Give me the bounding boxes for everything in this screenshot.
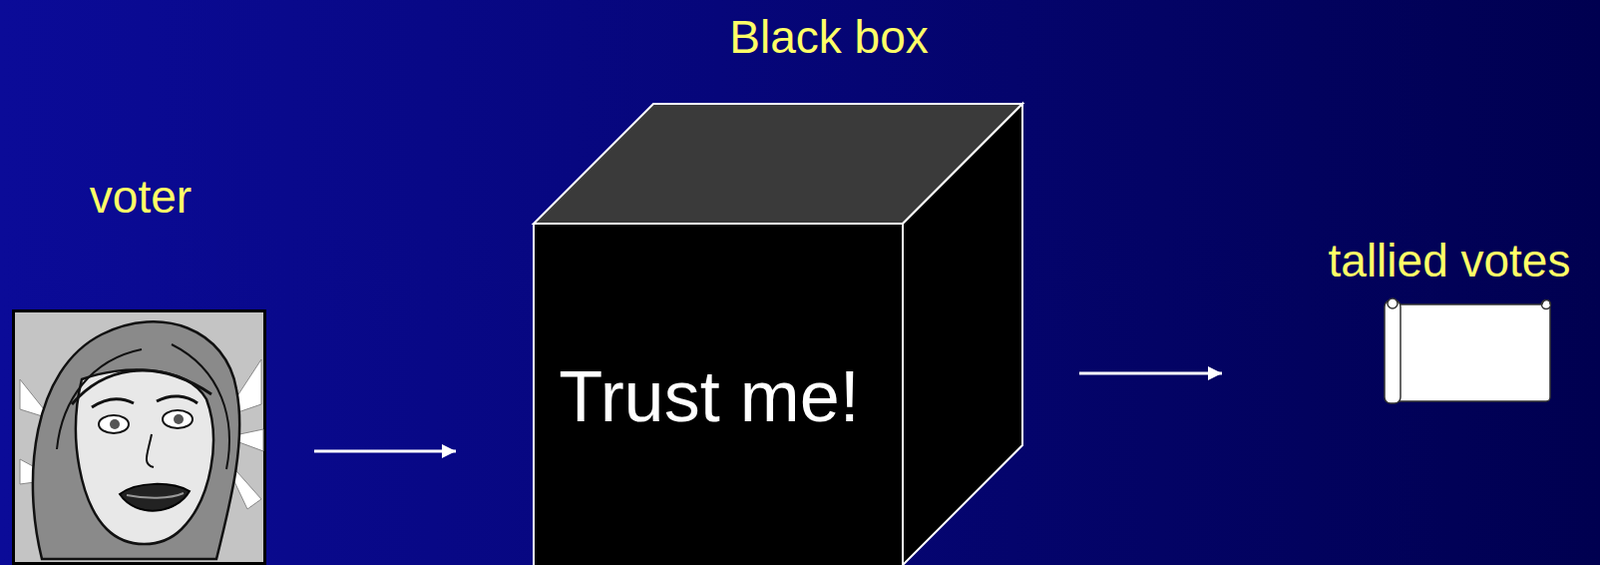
voter-picture: voter <box>11 309 267 565</box>
tallied-votes-scroll <box>1380 296 1555 403</box>
node-heading: tallied votes <box>1328 235 1572 287</box>
voter-picture <box>11 309 267 565</box>
black-box-cube: Black boxTrust me! <box>533 103 1023 565</box>
box-text: Trust me! <box>558 357 859 436</box>
flow-arrow <box>314 449 456 453</box>
flow-arrow <box>1079 372 1222 376</box>
node-heading: voter <box>89 171 192 223</box>
node-heading: Black box <box>729 11 928 63</box>
tallied-votes-scroll: tallied votes <box>1380 296 1555 403</box>
black-box-cube <box>533 103 1023 565</box>
